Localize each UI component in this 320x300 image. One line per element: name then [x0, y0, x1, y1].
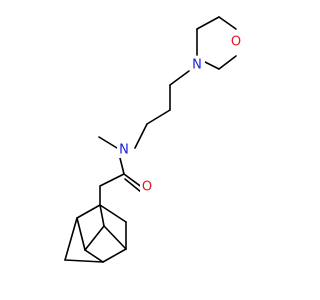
bond-layer: [64, 16, 237, 263]
morpholine-oxygen-label: O: [231, 35, 241, 50]
bond: [76, 204, 101, 219]
bond: [169, 70, 190, 86]
bond: [218, 16, 237, 30]
bond: [84, 249, 104, 263]
molecule-structure-diagram: O N N O: [64, 16, 243, 263]
carbonyl-oxygen-label: O: [142, 180, 152, 195]
bond: [99, 204, 105, 227]
bond: [64, 259, 104, 263]
bond: [99, 204, 127, 223]
morpholine-nitrogen-label: N: [192, 58, 202, 73]
bond: [64, 217, 78, 261]
amide-nitrogen-label: N: [119, 143, 129, 158]
bond: [84, 225, 105, 251]
bond: [124, 178, 142, 193]
atom-layer: O N N O: [117, 34, 243, 195]
bond: [98, 136, 118, 149]
bond: [99, 173, 125, 187]
bond: [119, 157, 125, 175]
bond: [134, 123, 148, 149]
bond: [103, 225, 127, 250]
bond: [123, 173, 144, 189]
bond: [102, 248, 127, 263]
bond: [146, 109, 171, 125]
bond: [218, 55, 237, 70]
bond: [76, 217, 86, 251]
bond: [196, 16, 220, 30]
